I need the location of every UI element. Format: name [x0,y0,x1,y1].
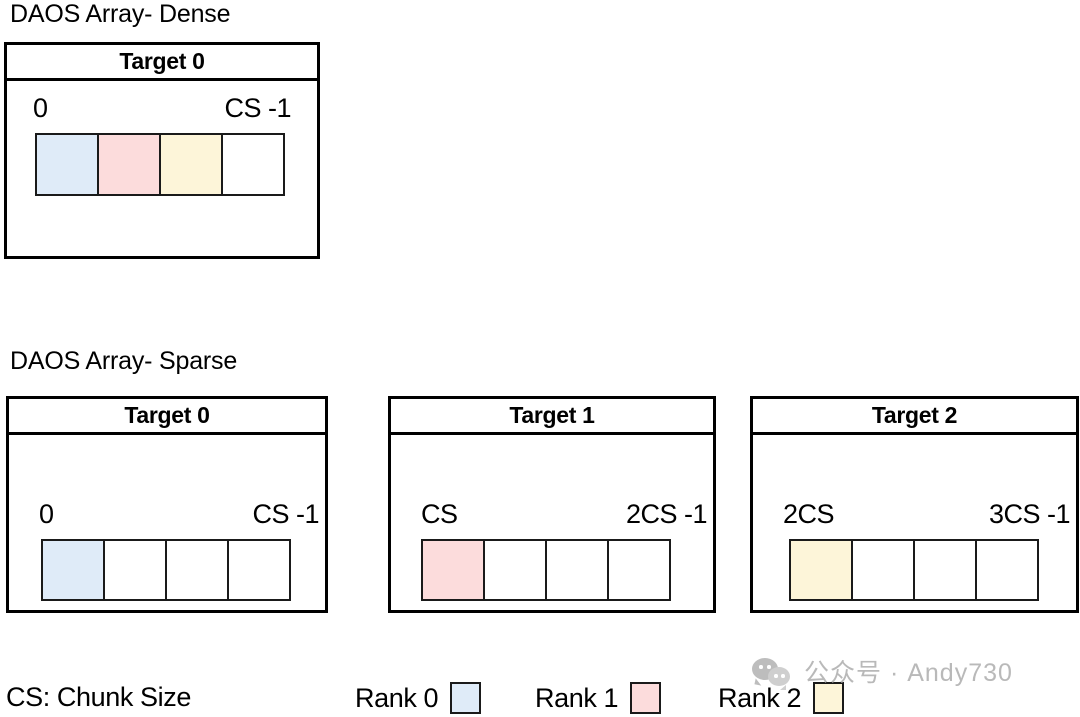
target-body: 0 CS -1 [7,81,317,256]
target-header: Target 1 [391,399,713,435]
target-header: Target 2 [753,399,1076,435]
legend-label: Rank 1 [535,682,619,713]
chunk-cell[interactable] [227,539,291,601]
range-start-label: CS [421,499,458,529]
chunk-row [421,539,671,601]
chunk-cell[interactable] [35,133,99,196]
range-end-label: 3CS -1 [988,499,1071,529]
chunk-cell[interactable] [41,539,105,601]
chunk-cell[interactable] [545,539,609,601]
range-end-label: CS -1 [224,93,291,123]
legend-swatch [450,682,482,714]
target-body: 2CS 3CS -1 [753,435,1076,610]
chunk-cell[interactable] [789,539,853,601]
range-start-label: 0 [39,499,54,529]
chunk-cell[interactable] [165,539,229,601]
legend-chunk-size-note: CS: Chunk Size [6,684,191,711]
sparse-target-panel-2: Target 2 2CS 3CS -1 [750,396,1079,613]
target-header: Target 0 [9,399,325,435]
sparse-section-caption: DAOS Array- Sparse [10,347,238,375]
chunk-cell[interactable] [97,133,161,196]
chunk-cell[interactable] [851,539,915,601]
range-end-label: 2CS -1 [625,499,708,529]
range-start-label: 0 [33,93,48,123]
chunk-cell[interactable] [421,539,485,601]
sparse-target-panel-0: Target 0 0 CS -1 [6,396,328,613]
chunk-cell[interactable] [103,539,167,601]
legend-label: Rank 2 [718,682,802,713]
target-header-label: Target 0 [124,402,210,428]
chunk-cell[interactable] [483,539,547,601]
chunk-cell[interactable] [607,539,671,601]
range-start-label: 2CS [783,499,835,529]
chunk-cell[interactable] [159,133,223,196]
target-body: 0 CS -1 [9,435,325,610]
range-end-label: CS -1 [252,499,319,529]
target-header-label: Target 1 [509,402,595,428]
target-header-label: Target 0 [119,48,205,74]
legend-item-rank-2: Rank 2 [718,682,845,714]
legend-swatch [813,682,845,714]
dense-target-panel: Target 0 0 CS -1 [4,42,320,259]
sparse-target-panel-1: Target 1 CS 2CS -1 [388,396,716,613]
target-header-label: Target 2 [871,402,958,428]
chunk-cell[interactable] [221,133,285,196]
legend-item-rank-1: Rank 1 [535,682,662,714]
chunk-row [789,539,1039,601]
legend-swatch [630,682,662,714]
legend-label: Rank 0 [355,682,439,713]
chunk-cell[interactable] [975,539,1039,601]
legend-chunk-size-text: CS: Chunk Size [6,682,191,712]
dense-section-caption: DAOS Array- Dense [10,0,231,28]
target-header: Target 0 [7,45,317,81]
chunk-row [35,133,285,196]
chunk-cell[interactable] [913,539,977,601]
legend-item-rank-0: Rank 0 [355,682,482,714]
target-body: CS 2CS -1 [391,435,713,610]
chunk-row [41,539,291,601]
